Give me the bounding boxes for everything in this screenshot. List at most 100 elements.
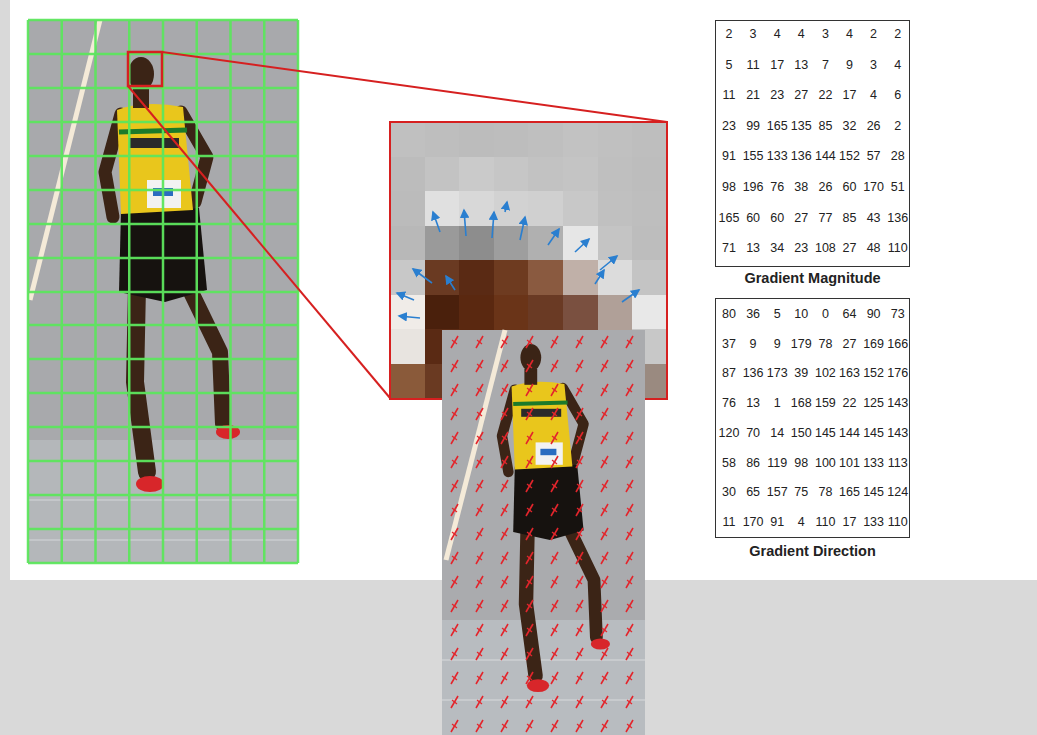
- table-cell: 110: [815, 516, 835, 529]
- table-cell: 1: [774, 397, 781, 410]
- table-cell: 159: [815, 397, 836, 410]
- table-cell: 125: [863, 397, 884, 410]
- table-cell: 27: [843, 242, 857, 255]
- table-box: Gradient Direction8036510064907337991797…: [715, 298, 910, 538]
- cell-grid: [28, 20, 298, 563]
- table-cell: 136: [743, 367, 764, 380]
- table-cell: 58: [722, 456, 736, 469]
- table-caption: Gradient Magnitude: [744, 270, 880, 287]
- table-cell: 43: [867, 211, 881, 224]
- table-cell: 165: [767, 120, 788, 133]
- table-cell: 11: [723, 89, 736, 102]
- table-cell: 169: [863, 337, 884, 350]
- table-cell: 76: [770, 181, 784, 194]
- table-cell: 22: [843, 397, 857, 410]
- table-cell: 27: [794, 211, 808, 224]
- table-cell: 166: [887, 337, 908, 350]
- table-cell: 124: [887, 486, 908, 499]
- table-cell: 133: [767, 150, 788, 163]
- table-cell: 30: [722, 486, 736, 499]
- table-cell: 80: [722, 308, 736, 321]
- table-cell: 145: [815, 427, 836, 440]
- table-cell: 70: [746, 427, 760, 440]
- table-cell: 91: [722, 150, 736, 163]
- table-cell: 13: [746, 397, 760, 410]
- table-cell: 2: [870, 28, 877, 41]
- table-cell: 157: [767, 486, 788, 499]
- table-cell: 113: [888, 456, 908, 469]
- table-cell: 145: [863, 486, 884, 499]
- table-cell: 165: [839, 486, 860, 499]
- table-cell: 143: [887, 427, 908, 440]
- table-cell: 5: [774, 308, 781, 321]
- table-cell: 86: [746, 456, 760, 469]
- cell-highlight: [128, 52, 162, 86]
- table-cell: 85: [843, 211, 857, 224]
- table-cell: 110: [888, 242, 908, 255]
- table-cell: 60: [746, 211, 760, 224]
- table-cell: 136: [887, 211, 908, 224]
- table-cell: 101: [839, 456, 860, 469]
- table-cell: 4: [846, 28, 853, 41]
- table-cell: 152: [839, 150, 860, 163]
- table-cell: 135: [791, 120, 812, 133]
- table-cell: 4: [774, 28, 781, 41]
- table-cell: 5: [726, 58, 733, 71]
- table-cell: 60: [843, 181, 857, 194]
- table-cell: 64: [843, 308, 857, 321]
- table-cell: 71: [722, 242, 736, 255]
- table-cell: 9: [846, 58, 853, 71]
- table-cell: 98: [722, 181, 736, 194]
- table-cell: 23: [794, 242, 808, 255]
- table-cell: 32: [843, 120, 857, 133]
- table-cell: 0: [822, 308, 829, 321]
- table-cell: 108: [815, 242, 836, 255]
- table-cell: 2: [726, 28, 733, 41]
- table-cell: 51: [891, 181, 905, 194]
- table-cell: 77: [818, 211, 832, 224]
- table-cell: 26: [818, 181, 832, 194]
- table-cell: 27: [843, 337, 857, 350]
- table-box: Gradient Magnitude2344342251117137934112…: [715, 20, 910, 267]
- table-cell: 17: [843, 516, 857, 529]
- table-cell: 3: [822, 28, 829, 41]
- table-cell: 196: [743, 181, 764, 194]
- table-cell: 152: [863, 367, 884, 380]
- table-cell: 23: [770, 89, 784, 102]
- table-cell: 2: [894, 120, 901, 133]
- table-cell: 27: [794, 89, 808, 102]
- table-cell: 143: [887, 397, 908, 410]
- table-cell: 37: [722, 337, 736, 350]
- table-cell: 3: [750, 28, 757, 41]
- table-cell: 22: [818, 89, 832, 102]
- table-cell: 144: [815, 150, 836, 163]
- table-cell: 100: [815, 456, 836, 469]
- table-cell: 3: [870, 58, 877, 71]
- table-cell: 78: [818, 486, 832, 499]
- table-cell: 163: [839, 367, 860, 380]
- table-cell: 120: [719, 427, 740, 440]
- table-cell: 76: [722, 397, 736, 410]
- table-cell: 2: [894, 28, 901, 41]
- table-cell: 28: [891, 150, 905, 163]
- table-cell: 4: [798, 28, 805, 41]
- table-cell: 91: [770, 516, 784, 529]
- table-cell: 14: [770, 427, 784, 440]
- table-cell: 78: [818, 337, 832, 350]
- table-cell: 48: [867, 242, 881, 255]
- table-cell: 57: [867, 150, 881, 163]
- table-cell: 10: [794, 308, 808, 321]
- gradient-arrows: [397, 202, 639, 318]
- table-cell: 39: [794, 367, 808, 380]
- table-cell: 170: [743, 516, 764, 529]
- table-cell: 21: [746, 89, 760, 102]
- table-cell: 168: [791, 397, 812, 410]
- table-cell: 7: [822, 58, 829, 71]
- table-cell: 144: [839, 427, 860, 440]
- table-cell: 133: [863, 516, 884, 529]
- table-cell: 145: [863, 427, 884, 440]
- table-cell: 87: [722, 367, 736, 380]
- table-cell: 173: [767, 367, 788, 380]
- table-cell: 9: [774, 337, 781, 350]
